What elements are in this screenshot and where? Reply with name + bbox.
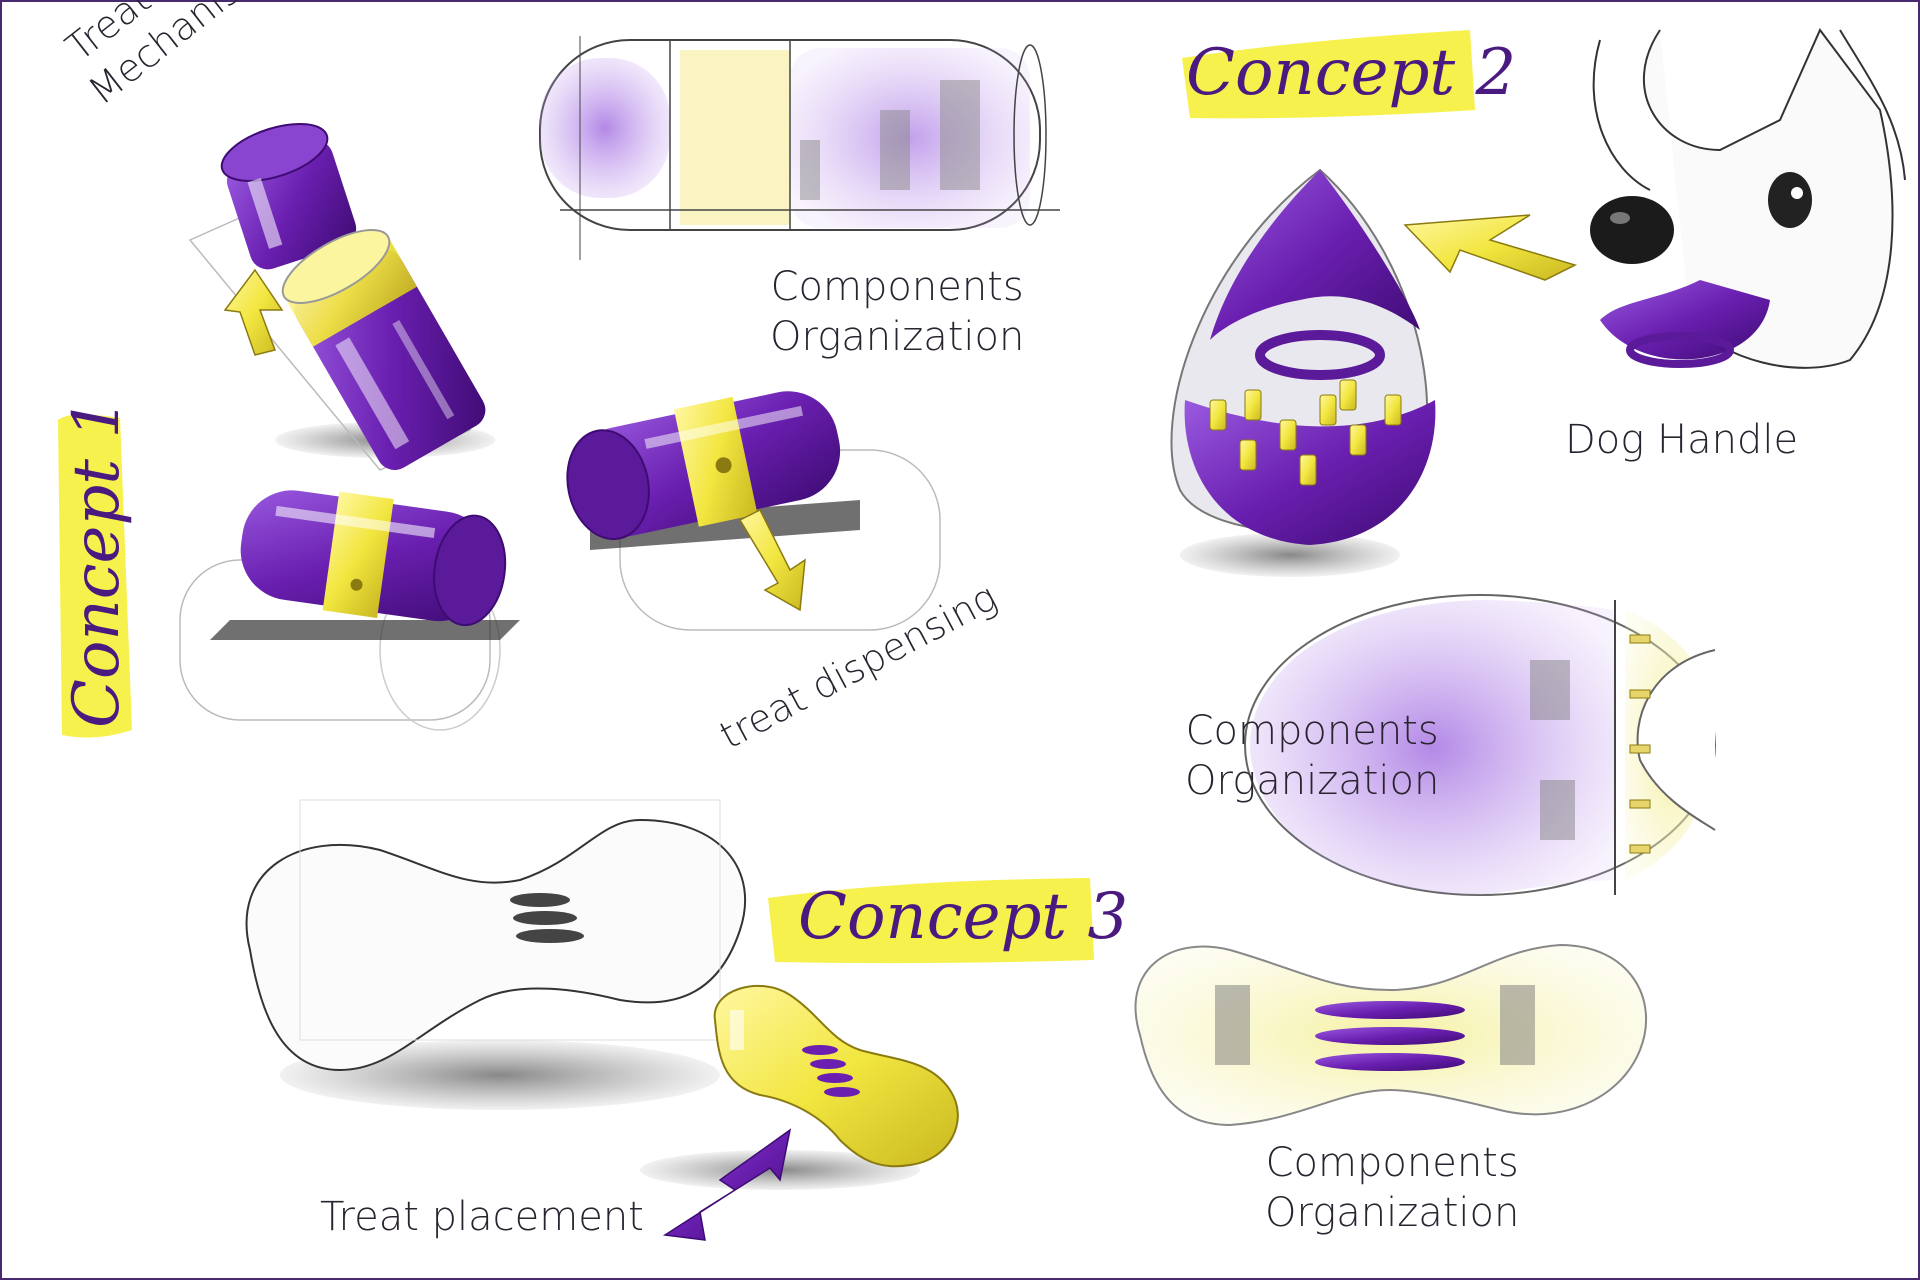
- concept2-components-label: Components Organization: [1185, 708, 1440, 804]
- concept1-title: Concept 1: [60, 397, 134, 728]
- dog-handle-arrow: [1403, 214, 1578, 281]
- concept3-components-label: Components Organization: [1265, 1140, 1520, 1236]
- dog-handle-label: Dog Handle: [1565, 417, 1799, 463]
- concept2-highlight: [1182, 30, 1475, 119]
- concept3-components-sketch: [1134, 943, 1648, 1127]
- concept1-components-sketch: [539, 36, 1060, 260]
- concept1-highlight: [58, 414, 132, 738]
- treat-dispensing-sketch: [566, 391, 941, 631]
- treat-placement-label: Treat placement: [320, 1194, 644, 1240]
- concept2-egg-sketch: [1170, 168, 1436, 577]
- concept3-bone-sketch: [245, 799, 746, 1110]
- dog-head-sketch: [1590, 28, 1906, 369]
- treat-placement-arrow: [662, 1128, 792, 1241]
- concept2-components-sketch: [1244, 594, 1716, 896]
- concept1-components-label: Components Organization: [770, 264, 1025, 360]
- concept1-cylinder-sketch: [179, 490, 520, 731]
- concept3-title: Concept 3: [798, 880, 1129, 954]
- treat-door-mechanism-sketch: [188, 122, 495, 471]
- concept2-title: Concept 2: [1186, 36, 1517, 110]
- concept3-highlight: [768, 878, 1094, 964]
